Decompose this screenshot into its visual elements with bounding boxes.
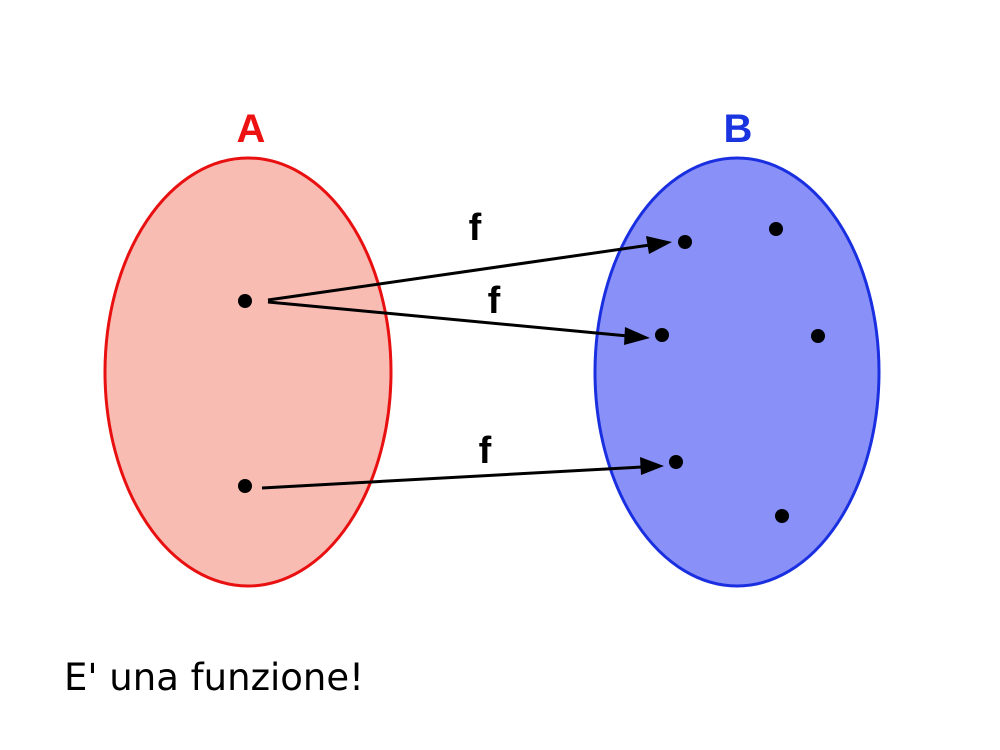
set-a-element-a1 <box>238 294 252 308</box>
set-b-element-b5 <box>669 455 683 469</box>
set-b-element-b1 <box>678 235 692 249</box>
caption: E' una funzione! <box>64 656 364 699</box>
arrow-a2-to-b5 <box>261 465 643 490</box>
set-b-element-b2 <box>769 222 783 236</box>
arrow-label-2: f <box>488 280 501 322</box>
set-a-element-a2 <box>238 479 252 493</box>
arrow-a1-to-b3-head <box>624 327 650 345</box>
set-a-label: A <box>237 107 266 151</box>
set-b: B <box>593 107 881 588</box>
arrow-label-1: f <box>469 207 482 249</box>
set-b-element-b4 <box>811 329 825 343</box>
arrow-label-3: f <box>479 430 492 472</box>
arrow-a1-to-b3 <box>267 300 629 338</box>
set-b-ellipse <box>593 156 881 588</box>
set-a-elements <box>238 294 252 493</box>
set-b-element-b3 <box>655 328 669 342</box>
set-a: A <box>103 107 393 588</box>
set-a-ellipse <box>103 156 393 588</box>
arrows <box>261 236 672 490</box>
set-b-label: B <box>724 107 753 151</box>
arrow-a1-to-b1-head <box>646 236 672 254</box>
set-b-element-b6 <box>775 509 789 523</box>
arrow-a1-to-b1 <box>267 243 651 302</box>
set-b-elements <box>655 222 825 523</box>
arrow-a2-to-b5-head <box>640 457 664 475</box>
